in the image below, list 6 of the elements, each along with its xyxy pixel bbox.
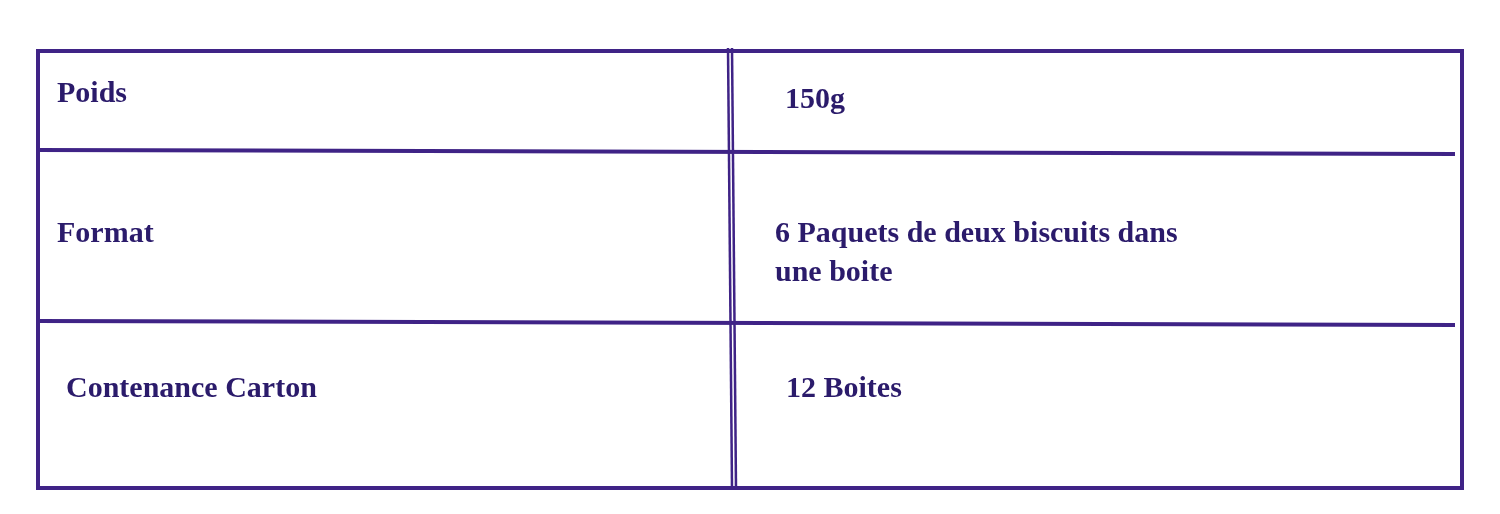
cell-value: 12 Boites bbox=[786, 369, 902, 405]
cell-value: 6 Paquets de deux biscuits dans une boite bbox=[775, 214, 1179, 289]
row-label: Contenance Carton bbox=[66, 369, 317, 405]
row-label: Format bbox=[57, 214, 154, 250]
cell-value: 150g bbox=[785, 80, 845, 116]
row-label: Poids bbox=[57, 74, 128, 110]
